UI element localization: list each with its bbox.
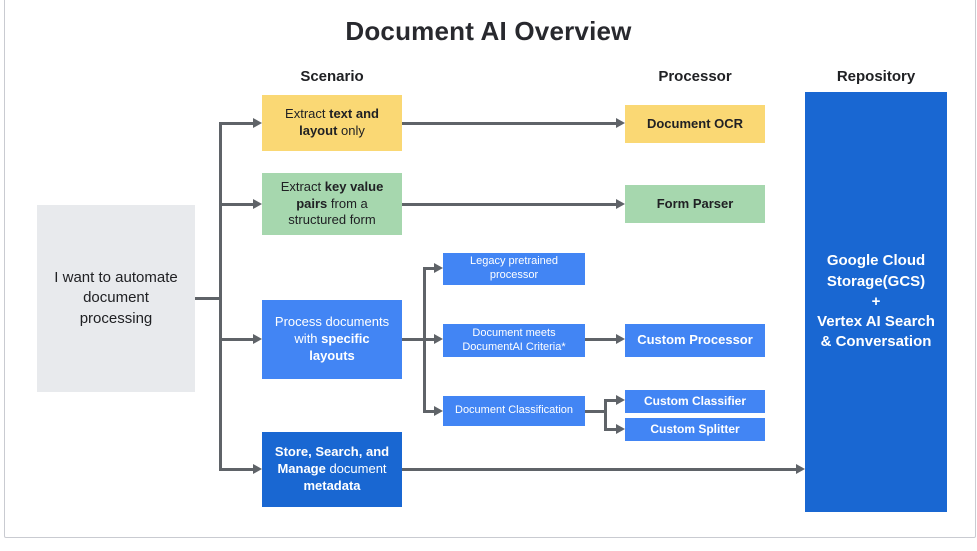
connector-criteria-to-custom-processor: [585, 338, 616, 341]
connector-trunk-to-scenario1: [219, 122, 253, 125]
column-header-repository: Repository: [836, 68, 916, 85]
arrowhead-custom-splitter: [616, 424, 625, 434]
scenario-store-search-manage: Store, Search, and Manage document metad…: [262, 432, 402, 507]
connector-start-to-trunk: [195, 297, 222, 300]
node-document-classification: Document Classification: [443, 396, 585, 426]
repository-line-vertex: Vertex AI Search & Conversation: [817, 313, 935, 351]
arrowhead-scenario4: [253, 464, 262, 474]
connector-scenario2-to-form-parser: [402, 203, 616, 206]
repository-line-plus: +: [871, 292, 881, 310]
repository-box: Google Cloud Storage(GCS) + Vertex AI Se…: [805, 92, 947, 512]
connector-fork-to-classifier: [604, 399, 616, 402]
processor-form-parser: Form Parser: [625, 185, 765, 223]
processor-document-ocr: Document OCR: [625, 105, 765, 143]
connector-main-trunk: [219, 122, 222, 471]
arrowhead-custom-classifier: [616, 395, 625, 405]
connector-trunk-to-scenario2: [219, 203, 253, 206]
connector-store-to-repository: [402, 468, 796, 471]
node-legacy-pretrained-processor: Legacy pretrained processor: [443, 253, 585, 285]
column-header-scenario: Scenario: [300, 68, 364, 85]
scenario-process-specific-layouts: Process documents with specific layouts: [262, 300, 402, 379]
arrowhead-legacy-pretrained: [434, 263, 443, 273]
processor-custom-processor: Custom Processor: [625, 324, 765, 357]
arrowhead-scenario1: [253, 118, 262, 128]
connector-fork-trunk: [604, 399, 607, 431]
page-title: Document AI Overview: [345, 16, 632, 46]
scenario-extract-key-value: Extract key value pairs from a structure…: [262, 173, 402, 235]
arrowhead-document-ocr: [616, 118, 625, 128]
connector-scenario3-to-subtrunk: [402, 338, 424, 341]
connector-scenario1-to-ocr: [402, 122, 616, 125]
connector-classification-to-fork: [585, 410, 607, 413]
processor-custom-splitter: Custom Splitter: [625, 418, 765, 441]
arrowhead-scenario3: [253, 334, 262, 344]
node-document-meets-criteria: Document meets DocumentAI Criteria*: [443, 324, 585, 357]
start-box: I want to automate document processing: [37, 205, 195, 392]
connector-trunk-to-scenario4: [219, 468, 253, 471]
connector-subtrunk-to-criteria: [423, 338, 434, 341]
arrowhead-document-classification: [434, 406, 443, 416]
arrowhead-custom-processor: [616, 334, 625, 344]
connector-trunk-to-scenario3: [219, 338, 253, 341]
processor-custom-classifier: Custom Classifier: [625, 390, 765, 413]
arrowhead-document-meets: [434, 334, 443, 344]
arrowhead-form-parser: [616, 199, 625, 209]
arrowhead-scenario2: [253, 199, 262, 209]
scenario-extract-text-layout: Extract text and layout only: [262, 95, 402, 151]
connector-subtrunk-to-classification: [423, 410, 434, 413]
column-header-processor: Processor: [658, 68, 732, 85]
arrowhead-repository: [796, 464, 805, 474]
connector-fork-to-splitter: [604, 428, 616, 431]
repository-line-gcs: Google Cloud Storage(GCS): [826, 252, 926, 290]
connector-subtrunk-to-legacy: [423, 267, 434, 270]
